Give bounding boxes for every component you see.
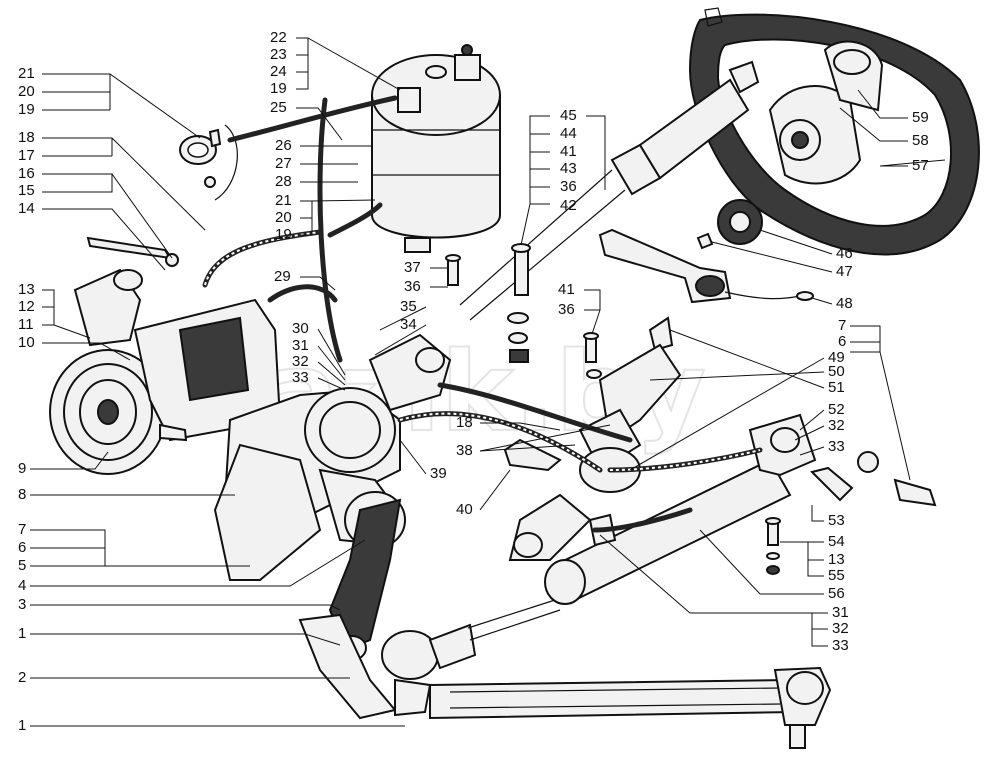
callout-c27: 27 xyxy=(275,155,292,172)
power-steering-pump xyxy=(49,268,282,475)
callout-c18a: 18 xyxy=(18,129,35,146)
hose-clamp xyxy=(179,124,238,201)
callout-c32c: 32 xyxy=(832,620,849,637)
callout-c14: 14 xyxy=(18,200,35,217)
callout-c53: 53 xyxy=(828,512,845,529)
callout-c49: 49 xyxy=(828,349,845,366)
callout-c7b: 7 xyxy=(838,317,846,334)
callout-numbers: 2120191817161514131211109876543121222324… xyxy=(18,29,929,734)
bolt-54 xyxy=(765,517,781,575)
pin-53 xyxy=(810,466,854,502)
column-nut xyxy=(696,199,763,250)
callout-c19a: 19 xyxy=(18,101,35,118)
callout-c20a: 20 xyxy=(18,83,35,100)
callout-c5: 5 xyxy=(18,557,26,574)
callout-c32b: 32 xyxy=(828,417,845,434)
callout-c33c: 33 xyxy=(832,637,849,654)
callout-c25: 25 xyxy=(270,99,287,116)
callout-c43: 43 xyxy=(560,160,577,177)
callout-c20b: 20 xyxy=(275,209,292,226)
callout-c22: 22 xyxy=(270,29,287,46)
callout-c56: 56 xyxy=(828,585,845,602)
callout-c57: 57 xyxy=(912,157,929,174)
callout-c58: 58 xyxy=(912,132,929,149)
callout-c59: 59 xyxy=(912,109,929,126)
callout-c35: 35 xyxy=(400,298,417,315)
callout-c8: 8 xyxy=(18,486,26,503)
direction-switch-lever xyxy=(598,228,814,304)
callout-c6a: 6 xyxy=(18,539,26,556)
callout-c21b: 21 xyxy=(275,192,292,209)
callout-c10: 10 xyxy=(18,334,35,351)
callout-c15: 15 xyxy=(18,182,35,199)
callout-c39: 39 xyxy=(430,465,447,482)
oil-reservoir xyxy=(371,44,501,253)
callout-c36b: 36 xyxy=(560,178,577,195)
bolt-37 xyxy=(445,254,461,286)
callout-c34: 34 xyxy=(400,316,417,333)
callout-c31a: 31 xyxy=(292,337,309,354)
tie-rod xyxy=(429,666,832,749)
callout-c7a: 7 xyxy=(18,521,26,538)
callout-c24: 24 xyxy=(270,63,287,80)
drag-link xyxy=(298,613,477,720)
callout-c28: 28 xyxy=(275,173,292,190)
callout-c46: 46 xyxy=(836,245,853,262)
bolt-41 xyxy=(583,332,602,379)
callout-c38: 38 xyxy=(456,442,473,459)
callout-c23: 23 xyxy=(270,46,287,63)
callout-c41b: 41 xyxy=(558,281,575,298)
callout-c18b: 18 xyxy=(456,414,473,431)
callout-c33a: 33 xyxy=(292,369,309,386)
callout-c19b: 19 xyxy=(270,80,287,97)
callout-c13b: 13 xyxy=(828,551,845,568)
bolt-7 xyxy=(857,451,937,507)
callout-c41a: 41 xyxy=(560,143,577,160)
callout-c11: 11 xyxy=(18,316,34,333)
callout-c30: 30 xyxy=(292,320,309,337)
callout-c55: 55 xyxy=(828,567,845,584)
callout-c47: 47 xyxy=(836,263,853,280)
callout-c48: 48 xyxy=(836,295,853,312)
callout-c19c: 19 xyxy=(275,226,292,243)
callout-c54: 54 xyxy=(828,533,845,550)
callout-c31b: 31 xyxy=(832,604,849,621)
callout-c40: 40 xyxy=(456,501,473,518)
callout-c3: 3 xyxy=(18,596,26,613)
callout-c29: 29 xyxy=(274,268,291,285)
callout-c9: 9 xyxy=(18,460,26,477)
cardan-joint xyxy=(368,333,452,412)
steering-wheel xyxy=(688,7,980,256)
callout-c6b: 6 xyxy=(838,333,846,350)
callout-c36a: 36 xyxy=(404,278,421,295)
steering-column xyxy=(459,60,760,321)
callout-c37: 37 xyxy=(404,259,421,276)
callout-c50: 50 xyxy=(828,363,845,380)
bracket-40 xyxy=(503,438,562,472)
callout-c42: 42 xyxy=(560,197,577,214)
callout-c21a: 21 xyxy=(18,65,35,82)
pin-16 xyxy=(86,236,179,267)
callout-c52: 52 xyxy=(828,401,845,418)
callout-c17: 17 xyxy=(18,147,35,164)
callout-c4: 4 xyxy=(18,577,26,594)
callout-c33b: 33 xyxy=(828,438,845,455)
callout-c1b: 1 xyxy=(18,717,26,734)
callout-c16: 16 xyxy=(18,165,35,182)
callout-c32a: 32 xyxy=(292,353,309,370)
callout-c44: 44 xyxy=(560,125,577,142)
callout-c13a: 13 xyxy=(18,281,35,298)
callout-c12: 12 xyxy=(18,298,35,315)
callout-c36c: 36 xyxy=(558,301,575,318)
callout-c1a: 1 xyxy=(18,625,26,642)
leader-lines xyxy=(30,37,946,727)
callout-c2: 2 xyxy=(18,669,26,686)
callout-c45: 45 xyxy=(560,107,577,124)
bolt-42 xyxy=(507,243,531,363)
callout-c26: 26 xyxy=(275,137,292,154)
callout-c51: 51 xyxy=(828,379,845,396)
